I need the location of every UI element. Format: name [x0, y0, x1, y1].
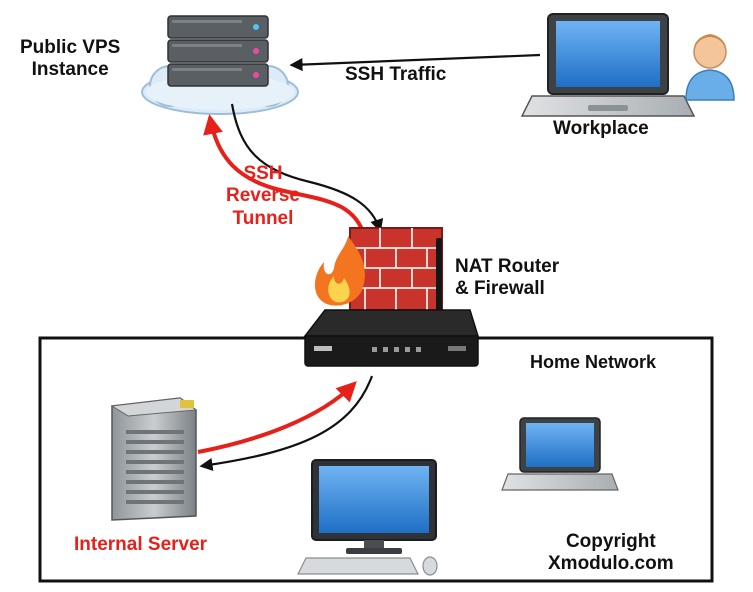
desktop-icon: [311, 459, 437, 554]
ssh-tunnel-label: SSH Reverse Tunnel: [226, 163, 300, 230]
user-icon: [685, 34, 735, 101]
keyboard-icon: [297, 557, 419, 575]
ssh-traffic-arrow: [289, 53, 541, 72]
router-icon: [303, 309, 480, 367]
laptop-icon: [520, 13, 696, 117]
ssh-tunnel-label-line1: SSH: [243, 163, 283, 184]
server-stack-icon: [167, 15, 269, 87]
router-label-line2: & Firewall: [455, 278, 545, 300]
internal-server-label: Internal Server: [74, 534, 208, 555]
mouse-icon: [422, 556, 438, 576]
laptop-icon: [501, 417, 619, 491]
router-label-line1: NAT Router: [455, 256, 560, 277]
ssh-tunnel-label-line2: Reverse: [226, 185, 300, 207]
workplace-label: Workplace: [553, 118, 649, 139]
firewall-icon: [349, 227, 443, 311]
vps-label-line1: Public VPS: [20, 37, 121, 58]
flame-icon: [314, 236, 365, 306]
vps-label-line2: Instance: [31, 59, 109, 81]
router-label: NAT Router & Firewall: [455, 256, 559, 301]
ssh-tunnel-label-line3: Tunnel: [232, 207, 294, 229]
ssh-tunnel-arrow: [203, 114, 367, 239]
router-antenna: [436, 238, 442, 314]
router-to-server-arrow: [199, 375, 374, 472]
internal-server-icon: [110, 397, 198, 521]
server-tunnel-arrow: [197, 381, 357, 454]
copyright-label-line1: Copyright: [565, 531, 656, 552]
vps-to-router-arrow: [230, 103, 384, 233]
vps-label: Public VPS Instance: [20, 37, 120, 82]
copyright-label-line2: Xmodulo.com: [548, 553, 674, 575]
ssh-traffic-label: SSH Traffic: [345, 64, 447, 85]
copyright-label: Copyright Xmodulo.com: [548, 531, 674, 576]
home-network-label: Home Network: [530, 352, 657, 372]
